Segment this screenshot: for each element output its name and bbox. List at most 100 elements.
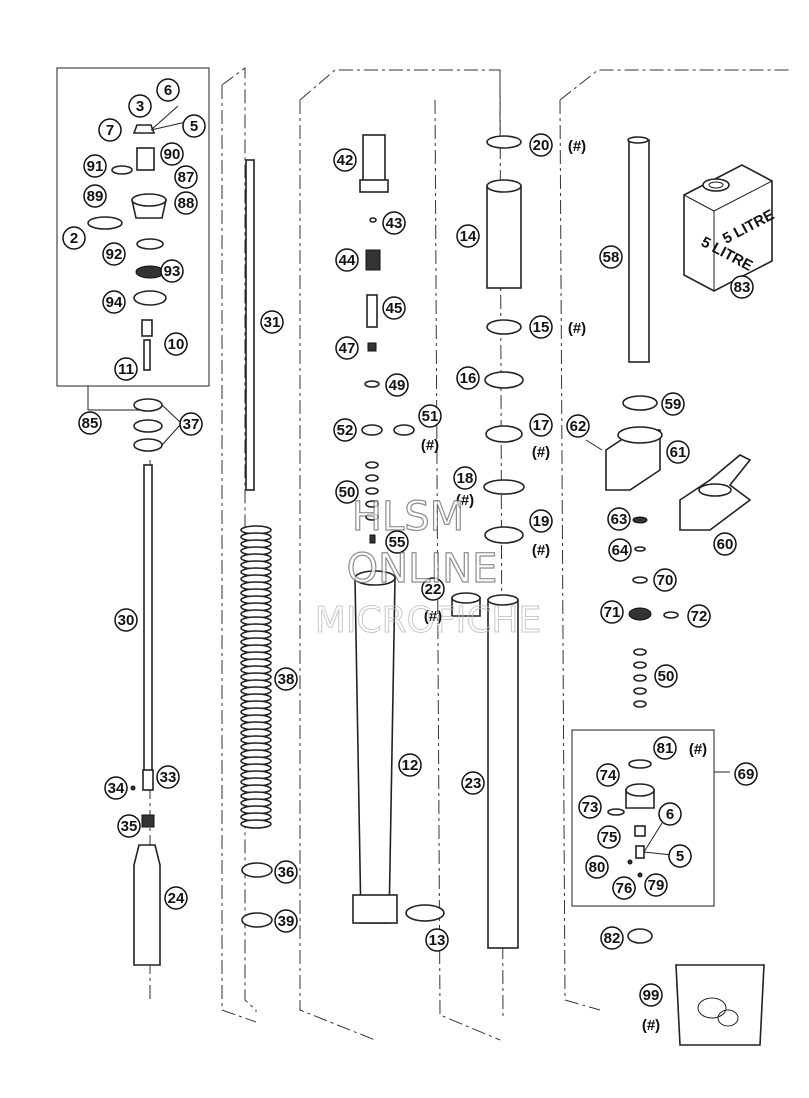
callout-label-23: 23	[465, 775, 482, 792]
callout-circle-16	[456, 366, 480, 390]
assembly-box-69	[571, 729, 715, 907]
callout-label-93: 93	[164, 263, 181, 280]
hash-mark-81: (#)	[689, 741, 707, 758]
grease-pack-image	[675, 964, 765, 1046]
callout-circle-81	[653, 736, 677, 760]
callout-label-71: 71	[604, 604, 621, 621]
callout-circle-20	[529, 133, 553, 157]
callout-circle-76	[612, 876, 636, 900]
callout-label-37: 37	[183, 416, 200, 433]
callout-circle-24	[164, 886, 188, 910]
callout-circle-18	[453, 466, 477, 490]
callout-label-14: 14	[460, 228, 477, 245]
callout-circle-2	[62, 226, 86, 250]
callout-circle-55	[385, 530, 409, 554]
callout-label-87: 87	[178, 169, 195, 186]
callout-label-30: 30	[118, 612, 135, 629]
callout-circle-89	[83, 184, 107, 208]
callout-label-50b: 50	[658, 668, 675, 685]
callout-circle-10	[164, 332, 188, 356]
callout-circle-92	[102, 242, 126, 266]
callout-label-91: 91	[87, 158, 104, 175]
callout-label-12: 12	[402, 757, 419, 774]
callout-label-16: 16	[460, 370, 477, 387]
callout-label-6a: 6	[164, 82, 172, 99]
callout-label-85: 85	[82, 415, 99, 432]
hash-mark-18: (#)	[456, 492, 474, 509]
callout-label-59: 59	[665, 396, 682, 413]
callout-label-80: 80	[589, 859, 606, 876]
callout-label-50a: 50	[339, 484, 356, 501]
callout-circle-85	[78, 411, 102, 435]
callout-label-72: 72	[691, 608, 708, 625]
callout-label-81: 81	[657, 740, 674, 757]
callout-circle-91	[83, 154, 107, 178]
callout-circle-34	[104, 776, 128, 800]
leader-lines	[88, 105, 673, 856]
callout-circle-7	[98, 118, 122, 142]
callout-label-62: 62	[570, 418, 587, 435]
callout-label-44: 44	[339, 252, 356, 269]
callout-label-10: 10	[168, 336, 185, 353]
part-shapes-col3	[352, 134, 445, 924]
callout-label-6b: 6	[666, 806, 674, 823]
callout-label-92: 92	[106, 246, 123, 263]
callout-label-74: 74	[600, 767, 617, 784]
callout-circle-93	[160, 259, 184, 283]
callout-circle-90	[160, 142, 184, 166]
callout-circle-5b	[668, 844, 692, 868]
callout-label-70: 70	[657, 572, 674, 589]
callout-label-45: 45	[386, 300, 403, 317]
callout-circle-83	[730, 275, 754, 299]
watermark-line3: MICROFICHE	[315, 600, 541, 641]
callout-circle-52	[333, 418, 357, 442]
callout-circle-38	[274, 667, 298, 691]
callout-label-58: 58	[603, 249, 620, 266]
callout-label-83: 83	[734, 279, 751, 296]
callout-circle-23	[461, 771, 485, 795]
callout-label-99: 99	[643, 987, 660, 1004]
callout-label-63: 63	[611, 511, 628, 528]
callout-circle-73	[578, 795, 602, 819]
hash-mark-51: (#)	[421, 437, 439, 454]
callout-circle-42	[333, 148, 357, 172]
callout-circle-58	[599, 245, 623, 269]
callout-circle-88	[174, 191, 198, 215]
callout-circle-45	[382, 296, 406, 320]
callout-circle-3	[128, 94, 152, 118]
oil-can-image: 5 LITRE 5 LITRE	[683, 164, 777, 292]
assembly-box-85	[56, 67, 210, 387]
callout-label-18: 18	[457, 470, 474, 487]
callout-label-22: 22	[425, 581, 442, 598]
callout-circle-70	[653, 568, 677, 592]
callout-circle-11	[114, 357, 138, 381]
callout-circle-49	[385, 373, 409, 397]
callout-circle-33	[156, 765, 180, 789]
callout-label-55: 55	[389, 534, 406, 551]
callout-label-79: 79	[648, 877, 665, 894]
callout-circle-75	[597, 825, 621, 849]
callout-circle-6b	[658, 802, 682, 826]
callout-label-88: 88	[178, 195, 195, 212]
callout-label-47: 47	[339, 340, 356, 357]
callout-label-34: 34	[108, 780, 125, 797]
callout-circle-15	[529, 315, 553, 339]
callout-label-13: 13	[429, 932, 446, 949]
callout-circle-72	[687, 604, 711, 628]
callout-label-64: 64	[612, 542, 629, 559]
callout-label-33: 33	[160, 769, 177, 786]
callout-label-17: 17	[533, 417, 550, 434]
callout-circle-35	[117, 814, 141, 838]
callout-circle-69	[734, 762, 758, 786]
callout-label-31: 31	[264, 314, 281, 331]
callout-circle-47	[335, 336, 359, 360]
callout-circle-31	[260, 310, 284, 334]
callout-label-52: 52	[337, 422, 354, 439]
callout-label-75: 75	[601, 829, 618, 846]
part-shapes-col4	[451, 135, 525, 949]
callout-circle-94	[102, 290, 126, 314]
callout-label-69: 69	[738, 766, 755, 783]
watermark-line2: ONLINE	[347, 546, 498, 592]
watermark-line1: HLSM	[352, 494, 464, 540]
